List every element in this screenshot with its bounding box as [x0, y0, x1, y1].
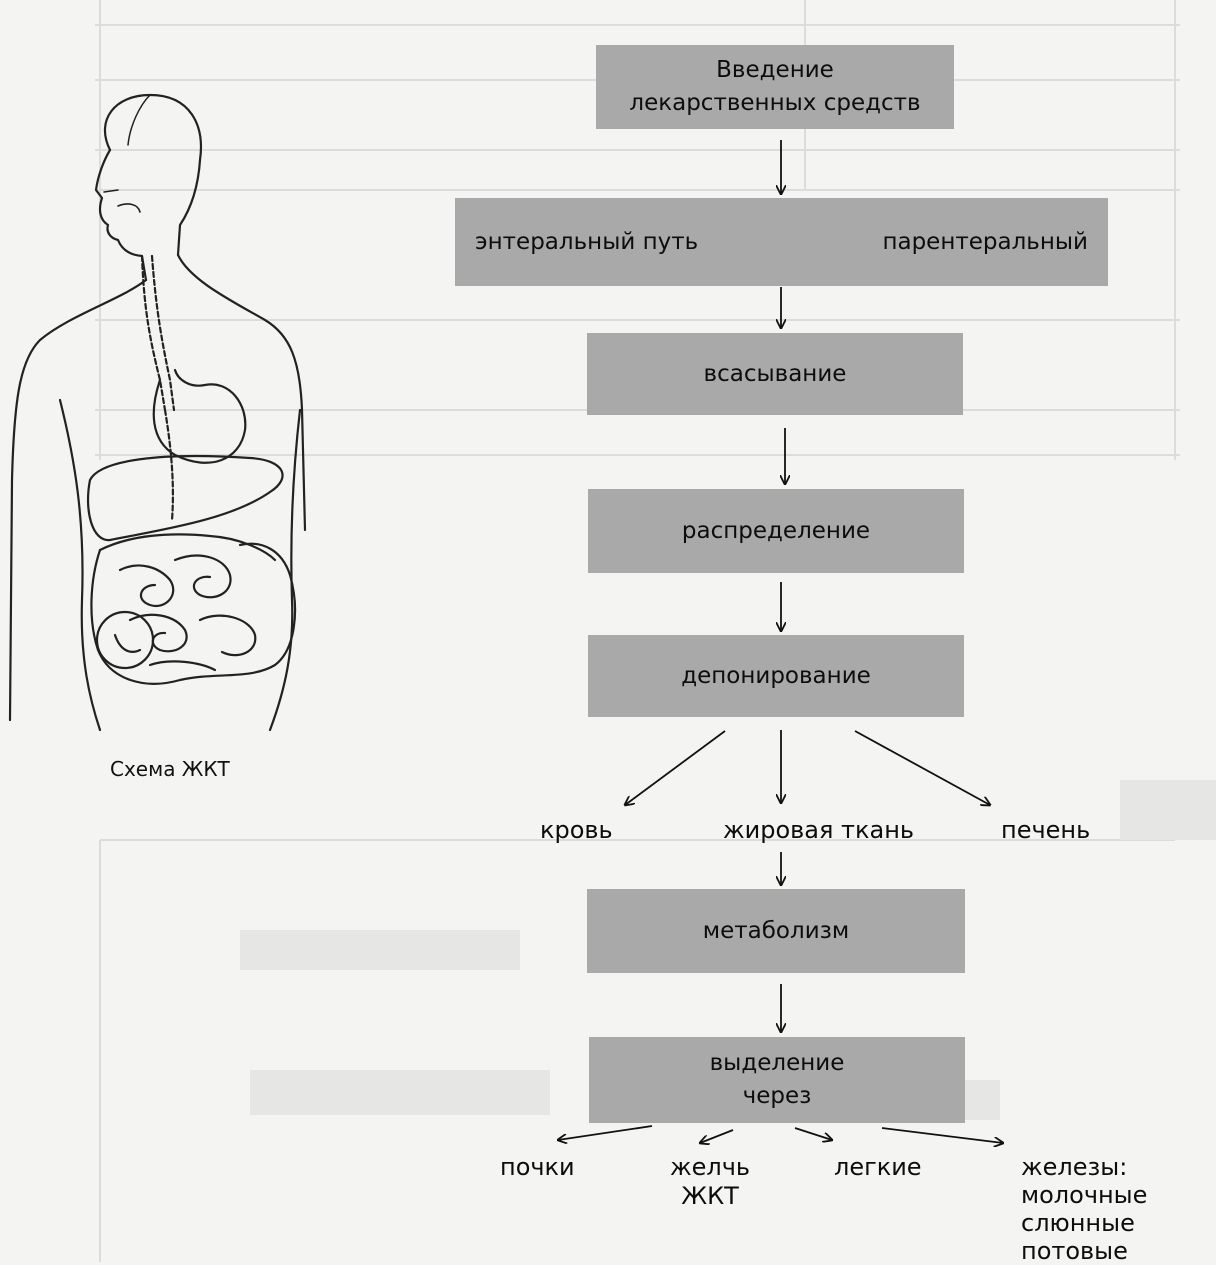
- arrow-deposition-to-blood: [625, 731, 725, 805]
- arrow-deposition-to-liver: [855, 731, 990, 805]
- arrow-excretion-to-kidneys: [558, 1126, 652, 1140]
- arrow-excretion-to-bile: [700, 1130, 733, 1143]
- arrow-excretion-to-lungs: [795, 1128, 832, 1140]
- arrow-excretion-to-glands: [882, 1128, 1003, 1143]
